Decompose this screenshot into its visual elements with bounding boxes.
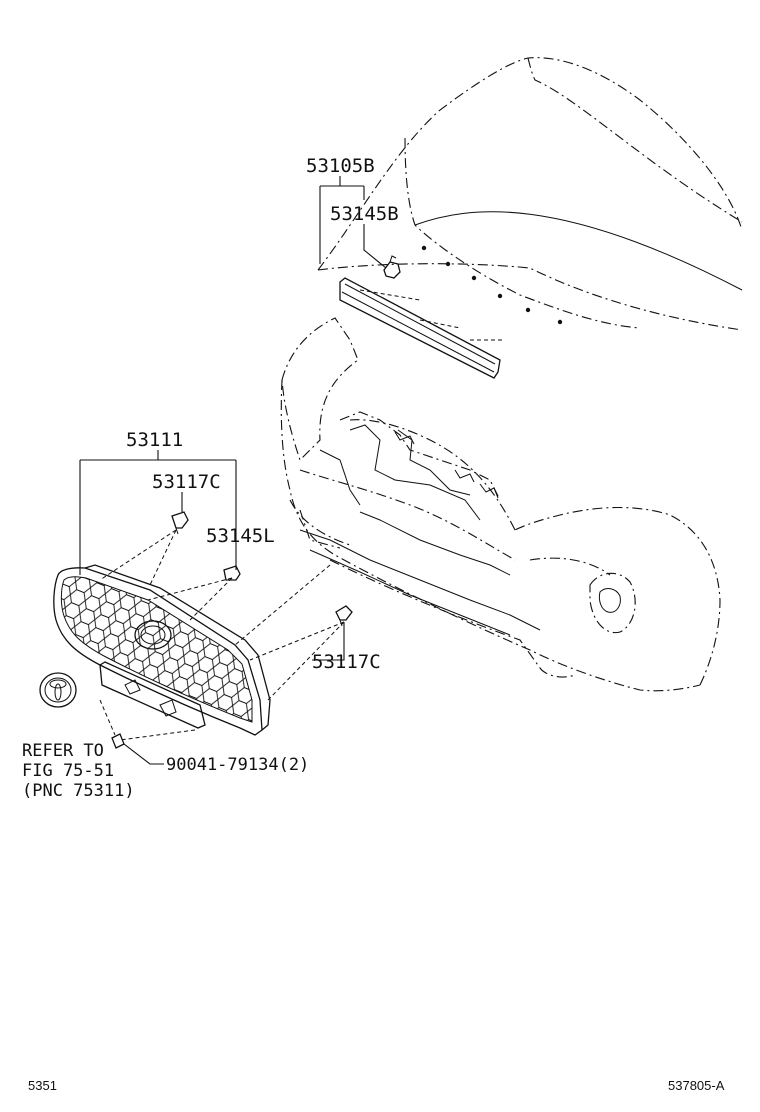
clip-53145L bbox=[223, 565, 241, 581]
toyota-emblem-icon bbox=[39, 672, 77, 708]
front-grille-53111 bbox=[53, 564, 271, 736]
front-bumper bbox=[280, 317, 721, 692]
leader-53105B bbox=[319, 176, 365, 264]
grille-lower-bracket bbox=[99, 661, 206, 729]
leader-53111 bbox=[79, 450, 237, 575]
leader-53117C-right bbox=[312, 622, 345, 661]
leader-53145B bbox=[363, 224, 387, 269]
label-90041-79134: 90041-79134(2) bbox=[166, 755, 309, 775]
footer-right-code: 537805-A bbox=[668, 1078, 725, 1093]
hood-clip-53145B bbox=[383, 255, 401, 279]
screw-90041-79134 bbox=[111, 733, 125, 749]
refer-note-line3: (PNC 75311) bbox=[22, 781, 135, 801]
assembly-projection-lines bbox=[99, 529, 345, 741]
label-53111: 53111 bbox=[126, 429, 183, 451]
refer-note-line1: REFER TO bbox=[22, 741, 104, 761]
hood-outline bbox=[317, 57, 743, 331]
footer-left-code: 5351 bbox=[28, 1078, 57, 1093]
label-53117C-top: 53117C bbox=[152, 471, 221, 493]
hood-seal-strip bbox=[339, 277, 501, 379]
label-53105B: 53105B bbox=[306, 155, 375, 177]
clip-53117C-top bbox=[171, 511, 189, 535]
label-53145L: 53145L bbox=[206, 525, 275, 547]
seal-projection-lines bbox=[359, 289, 505, 341]
label-53145B: 53145B bbox=[330, 203, 399, 225]
label-53117C-right: 53117C bbox=[312, 651, 381, 673]
hood-clip-holes bbox=[421, 245, 563, 325]
leader-90041-79134 bbox=[123, 743, 164, 765]
refer-note-line2: FIG 75-51 bbox=[22, 761, 114, 781]
